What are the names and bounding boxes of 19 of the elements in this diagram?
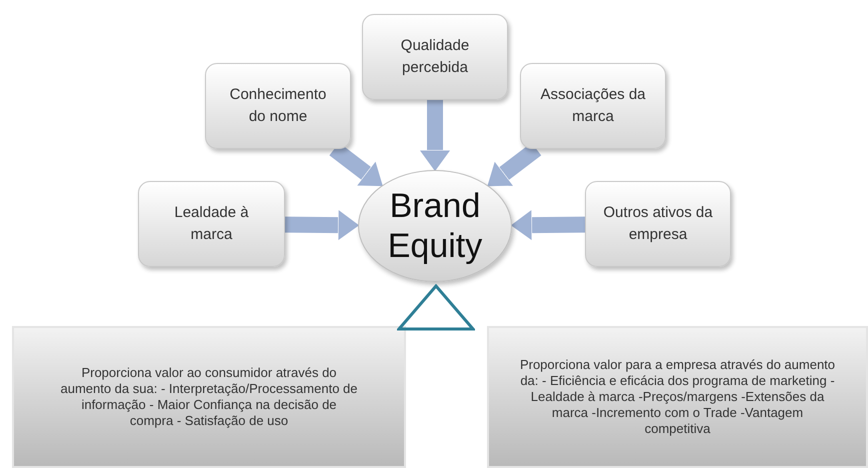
rounded-box	[585, 181, 731, 267]
node-text: Associações da marca	[539, 85, 647, 127]
node-text: Outros ativos da empresa	[602, 203, 714, 245]
node-text: Proporciona valor ao consumidor através do aumento da sua: - Interpretação/Processamento de informação - Maior Confiança na decisão de compra - Satisfação de uso	[59, 365, 358, 429]
node-text: Conhecimento do nome	[228, 85, 328, 127]
triangle-outline	[397, 284, 475, 331]
text-panel	[487, 326, 868, 468]
node-text: Qualidade percebida	[400, 36, 470, 78]
block-arrow	[510, 208, 586, 242]
rounded-box	[205, 63, 351, 149]
node-text: Brand Equity	[386, 186, 484, 266]
rounded-box	[520, 63, 666, 149]
node-text: Proporciona valor para a empresa através do aumento da: - Eficiência e eficácia dos programa de marketing -Lealdade à marca -Preços/margens -Extensões da marca -Incremento com o Trade -Vantagem competitiva	[518, 357, 836, 437]
rounded-box	[362, 14, 508, 100]
block-arrow	[418, 100, 452, 172]
block-arrow	[284, 208, 360, 242]
text-panel	[12, 326, 406, 468]
rounded-box	[138, 181, 285, 267]
node-text: Lealdade à marca	[173, 203, 250, 245]
